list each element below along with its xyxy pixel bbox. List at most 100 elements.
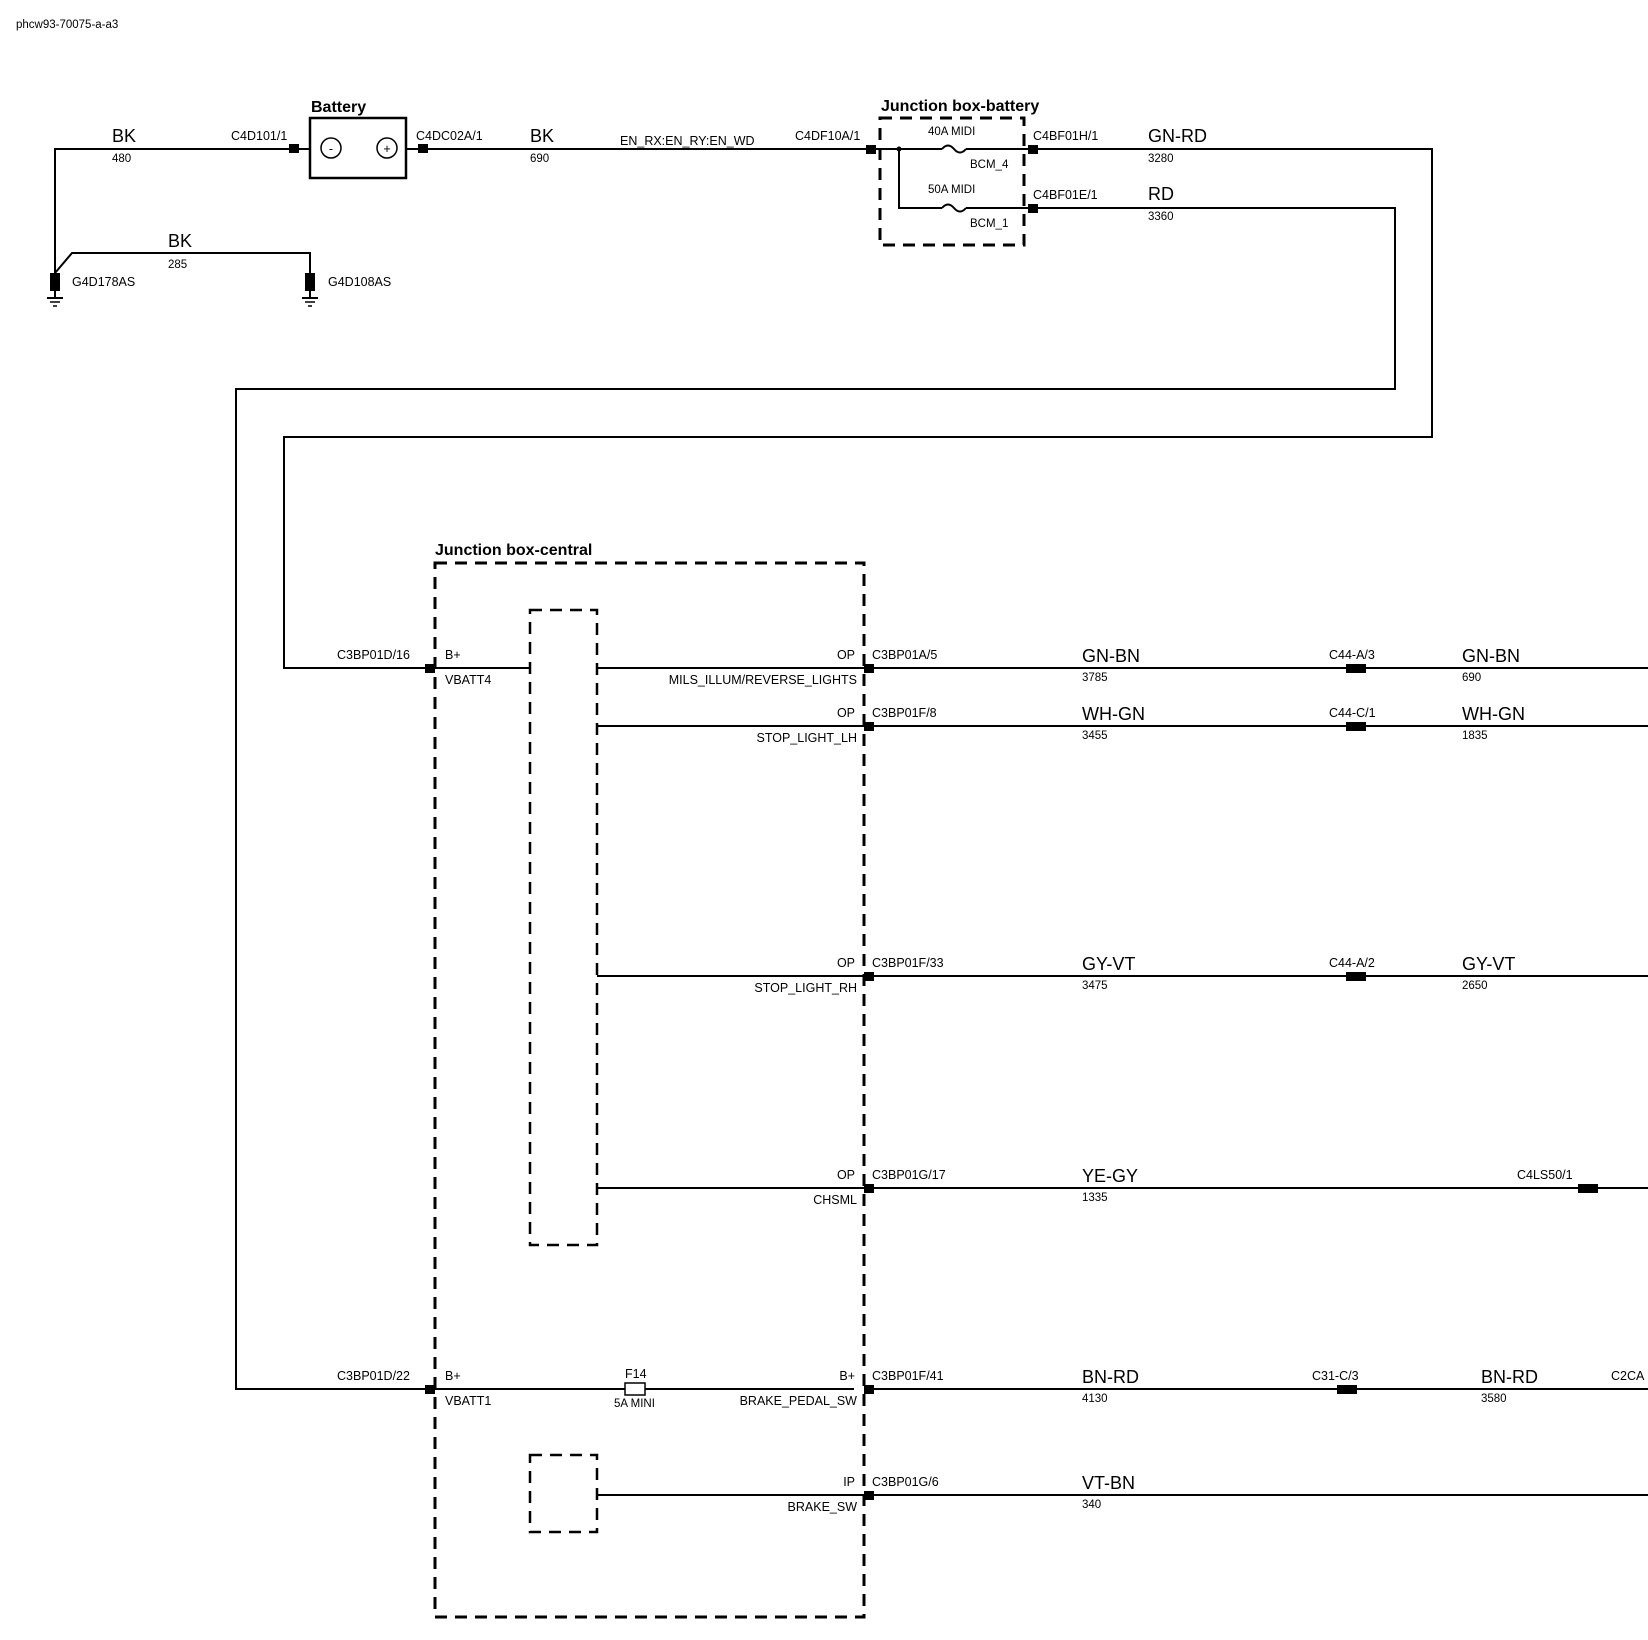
output-num2-1: 1835 (1462, 730, 1488, 742)
inline-conn-4: C31-C/3 (1312, 1369, 1359, 1383)
output-pin-5: IP (843, 1475, 855, 1489)
output-signal-1: STOP_LIGHT_LH (756, 731, 857, 745)
connector-c4bf01h: C4BF01H/1 (1033, 129, 1098, 143)
output-num-4: 4130 (1082, 1393, 1108, 1405)
output-signal-2: STOP_LIGHT_RH (754, 981, 857, 995)
inline-conn-3: C4LS50/1 (1517, 1168, 1573, 1182)
battery-neg-connector: C4D101/1 (231, 129, 287, 143)
fuse-icon-bcm1 (941, 203, 967, 213)
output-conn-0: C3BP01A/5 (872, 648, 937, 662)
output-pin-1: OP (837, 706, 855, 720)
output-num-5: 340 (1082, 1499, 1101, 1511)
ground-label-2: G4D108AS (328, 275, 391, 289)
output-num-0: 3785 (1082, 672, 1108, 684)
output-color2-4: BN-RD (1481, 1367, 1538, 1387)
fuse1-id: BCM_4 (970, 159, 1009, 171)
output-num2-0: 690 (1462, 672, 1481, 684)
junction-box-battery-boundary (878, 116, 1026, 247)
output-num2-2: 2650 (1462, 980, 1488, 992)
wire-color-bk-285: BK (168, 231, 192, 251)
ground-symbol-g4d108as (302, 273, 318, 307)
output-conn-1: C3BP01F/8 (872, 706, 937, 720)
output-pin-0: OP (837, 648, 855, 662)
wire-color-bk-480: BK (112, 126, 136, 146)
junction-box-central-boundary (433, 561, 866, 1619)
connector-c4bf01e: C4BF01E/1 (1033, 188, 1098, 202)
connector-block-in1 (425, 664, 435, 673)
ground-label-1: G4D178AS (72, 275, 135, 289)
wire-num-480: 480 (112, 153, 131, 165)
battery-title: Battery (311, 99, 366, 116)
output-pin-2: OP (837, 956, 855, 970)
inline-conn-1: C44-C/1 (1329, 706, 1376, 720)
wire-option-code: EN_RX:EN_RY:EN_WD (620, 134, 755, 148)
output-color-4: BN-RD (1082, 1367, 1139, 1387)
fuse-icon-f14 (624, 1382, 646, 1396)
fuse2-rating: 50A MIDI (928, 184, 975, 196)
wire-color-gn-rd: GN-RD (1148, 126, 1207, 146)
fuse-icon-bcm4 (941, 144, 967, 154)
fuse1-rating: 40A MIDI (928, 126, 975, 138)
output-row-stop-light-rh (597, 972, 1648, 981)
output-conn-5: C3BP01G/6 (872, 1475, 939, 1489)
battery-negative-icon: - (329, 142, 333, 156)
wire-num-3360: 3360 (1148, 211, 1174, 223)
output-num2-4: 3580 (1481, 1393, 1507, 1405)
output-signal-3: CHSML (813, 1193, 857, 1207)
edge-conn-4: C2CA (1611, 1369, 1645, 1383)
signal-vbatt1: VBATT1 (445, 1394, 491, 1408)
output-color-3: YE-GY (1082, 1166, 1138, 1186)
battery-pos-connector: C4DC02A/1 (416, 129, 483, 143)
inline-conn-2: C44-A/2 (1329, 956, 1375, 970)
output-row-chsml (597, 1184, 1648, 1193)
output-row-mils-illum (597, 664, 1648, 673)
output-row-brake-sw (597, 1491, 1648, 1500)
pin-b-plus-2: B+ (445, 1369, 461, 1383)
output-row-brake-pedal-sw (864, 1385, 1648, 1394)
output-signal-5: BRAKE_SW (788, 1500, 858, 1514)
output-signal-4: BRAKE_PEDAL_SW (740, 1394, 858, 1408)
wire-rd-3360 (235, 207, 1396, 1390)
ground-symbol-g4d178as (47, 273, 63, 307)
jb-battery-internals (866, 144, 1038, 213)
output-color-5: VT-BN (1082, 1473, 1135, 1493)
output-num-2: 3475 (1082, 980, 1108, 992)
output-conn-3: C3BP01G/17 (872, 1168, 946, 1182)
fuse2-id: BCM_1 (970, 218, 1008, 230)
connector-c3bp01d-16: C3BP01D/16 (337, 648, 410, 662)
wire-num-690: 690 (530, 153, 549, 165)
inline-conn-0: C44-A/3 (1329, 648, 1375, 662)
connector-c3bp01d-22: C3BP01D/22 (337, 1369, 410, 1383)
junction-box-battery-title: Junction box-battery (881, 98, 1039, 115)
battery-positive-icon: + (383, 142, 390, 156)
fuse-f14-id: F14 (625, 1367, 647, 1381)
connector-c4df10a: C4DF10A/1 (795, 129, 860, 143)
internal-module-1 (528, 608, 599, 1247)
signal-vbatt4: VBATT4 (445, 673, 491, 687)
output-color-1: WH-GN (1082, 704, 1145, 724)
wire-color-rd: RD (1148, 184, 1174, 204)
output-signal-0: MILS_ILLUM/REVERSE_LIGHTS (669, 673, 857, 687)
output-conn-4: C3BP01F/41 (872, 1369, 944, 1383)
fuse-f14-rating: 5A MINI (614, 1398, 655, 1410)
output-color2-0: GN-BN (1462, 646, 1520, 666)
output-pin-4: B+ (839, 1369, 855, 1383)
wire-num-3280: 3280 (1148, 153, 1174, 165)
doc-id: phcw93-70075-a-a3 (16, 19, 118, 31)
output-color-2: GY-VT (1082, 954, 1135, 974)
output-num-3: 1335 (1082, 1192, 1108, 1204)
connector-block-in2 (425, 1385, 435, 1394)
ground-wire-left (54, 148, 289, 273)
output-conn-2: C3BP01F/33 (872, 956, 944, 970)
output-pin-3: OP (837, 1168, 855, 1182)
wire-color-bk-690: BK (530, 126, 554, 146)
wire-num-285: 285 (168, 259, 187, 271)
output-color-0: GN-BN (1082, 646, 1140, 666)
pin-b-plus-1: B+ (445, 648, 461, 662)
output-row-stop-light-lh (597, 722, 1648, 731)
output-num-1: 3455 (1082, 730, 1108, 742)
output-color2-1: WH-GN (1462, 704, 1525, 724)
output-color2-2: GY-VT (1462, 954, 1515, 974)
